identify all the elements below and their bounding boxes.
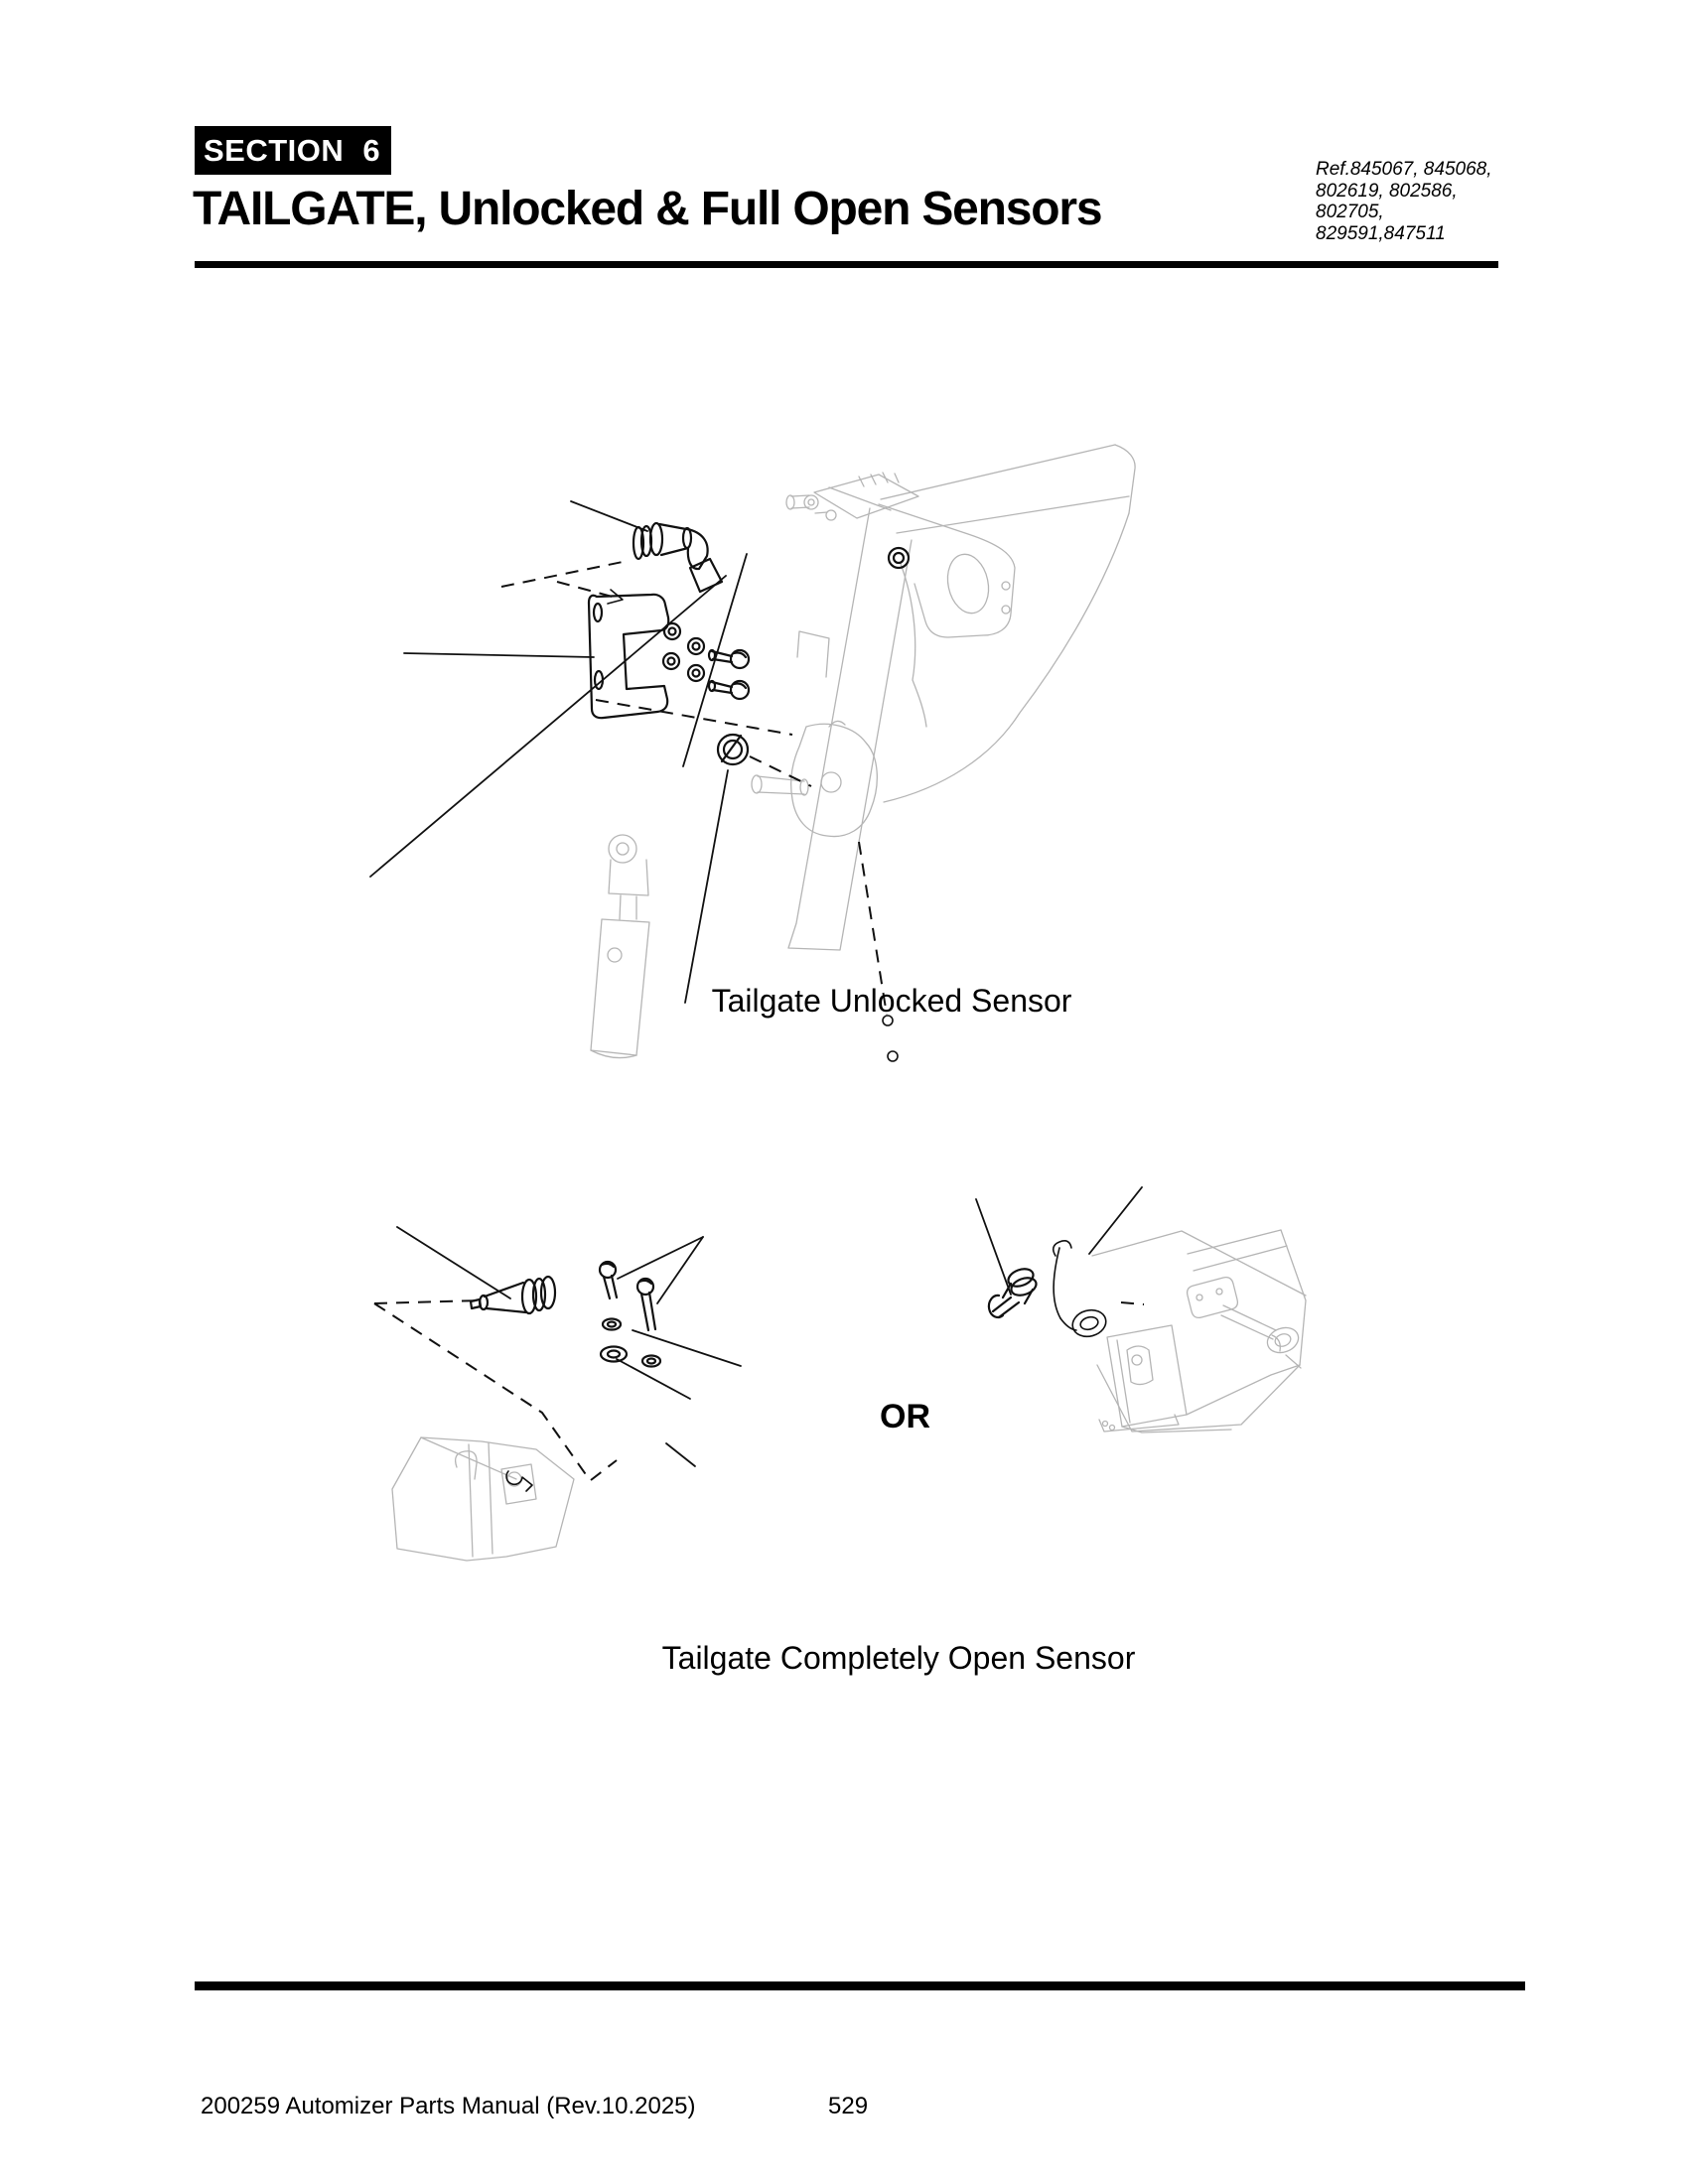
alignment-arrow bbox=[607, 589, 899, 1062]
figure1-caption: Tailgate Unlocked Sensor bbox=[711, 983, 1072, 1019]
reference-numbers: Ref.845067, 845068, 802619, 802586, 8027… bbox=[1316, 159, 1492, 244]
unlocked-sensor-part bbox=[632, 521, 724, 594]
tailgate-structure bbox=[590, 444, 1136, 1059]
ref-line: 802705, bbox=[1316, 202, 1384, 222]
sensor-bracket-part bbox=[587, 593, 670, 720]
tailgate-mechanism-structure bbox=[1091, 1229, 1307, 1433]
washer-parts bbox=[599, 1317, 662, 1368]
alignment-dashes bbox=[373, 1299, 618, 1481]
header-rule bbox=[195, 261, 1498, 268]
ref-line: 829591,847511 bbox=[1316, 222, 1446, 244]
hook-bracket-part bbox=[1052, 1240, 1107, 1338]
footer-page-number: 529 bbox=[828, 2093, 869, 2119]
figure-unlocked-sensor bbox=[362, 298, 1187, 1072]
or-label: OR bbox=[880, 1398, 930, 1435]
alignment-dashes bbox=[1120, 1301, 1145, 1305]
open-sensor-clip-part bbox=[987, 1268, 1038, 1319]
grommet-part bbox=[716, 546, 911, 766]
section-label-box: SECTION 6 bbox=[195, 126, 391, 175]
alignment-dashes bbox=[500, 561, 888, 1016]
open-sensor-left-diagram bbox=[373, 1226, 742, 1562]
figure2-caption: Tailgate Completely Open Sensor bbox=[661, 1640, 1136, 1676]
footer-rule bbox=[195, 1981, 1525, 1990]
washer-parts bbox=[661, 621, 706, 683]
section-label: SECTION 6 bbox=[204, 133, 381, 168]
tailgate-corner-structure bbox=[391, 1436, 575, 1562]
ref-line: Ref.845067, 845068, bbox=[1316, 159, 1492, 180]
bolt-parts bbox=[707, 648, 751, 701]
clip-part bbox=[505, 1470, 533, 1492]
leader-lines bbox=[396, 1226, 742, 1467]
open-sensor-part bbox=[469, 1275, 557, 1315]
figure-open-sensor-left bbox=[258, 1152, 774, 1569]
leader-lines bbox=[975, 1186, 1143, 1296]
bolt-parts bbox=[598, 1260, 657, 1332]
page-title: TAILGATE, Unlocked & Full Open Sensors bbox=[193, 183, 1103, 235]
unlocked-sensor-diagram bbox=[369, 444, 1136, 1062]
figure-open-sensor-right bbox=[933, 1127, 1331, 1454]
open-sensor-right-diagram bbox=[975, 1186, 1307, 1433]
footer-manual-info: 200259 Automizer Parts Manual (Rev.10.20… bbox=[201, 2093, 696, 2119]
ref-line: 802619, 802586, bbox=[1316, 180, 1458, 202]
leader-lines bbox=[369, 500, 748, 1004]
